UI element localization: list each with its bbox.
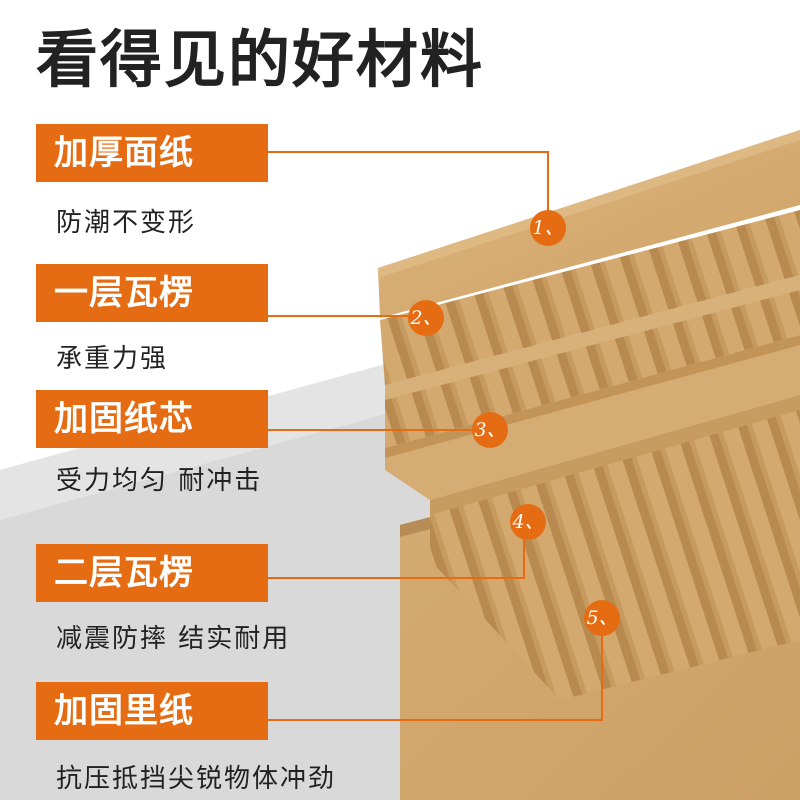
badge-layer-2: 2、 (408, 300, 444, 336)
description-layer-2: 承重力强 (56, 344, 169, 374)
layer-2-flute (380, 210, 800, 385)
label-layer-4: 二层瓦楞 (36, 544, 268, 602)
description-layer-4: 减震防摔 结实耐用 (56, 624, 291, 654)
layer-4-flute (430, 395, 800, 700)
label-layer-5: 加固里纸 (36, 682, 268, 740)
layer-sheet-mid (385, 275, 800, 400)
connector-lines (268, 151, 603, 721)
description-layer-1: 防潮不变形 (56, 208, 197, 238)
badge-layer-5: 5、 (584, 600, 620, 636)
layer-flute-mid (385, 285, 800, 448)
label-layer-1: 加厚面纸 (36, 124, 268, 182)
badge-layer-3: 3、 (472, 412, 508, 448)
label-layer-2: 一层瓦楞 (36, 264, 268, 322)
description-layer-3: 受力均匀 耐冲击 (56, 466, 263, 496)
description-layer-5: 抗压抵挡尖锐物体冲劲 (56, 764, 337, 794)
page-title: 看得见的好材料 (36, 23, 485, 96)
layer-1-liner (378, 130, 800, 318)
label-layer-3: 加固纸芯 (36, 390, 268, 448)
badge-layer-4: 4、 (510, 504, 546, 540)
badge-layer-1: 1、 (530, 210, 566, 246)
